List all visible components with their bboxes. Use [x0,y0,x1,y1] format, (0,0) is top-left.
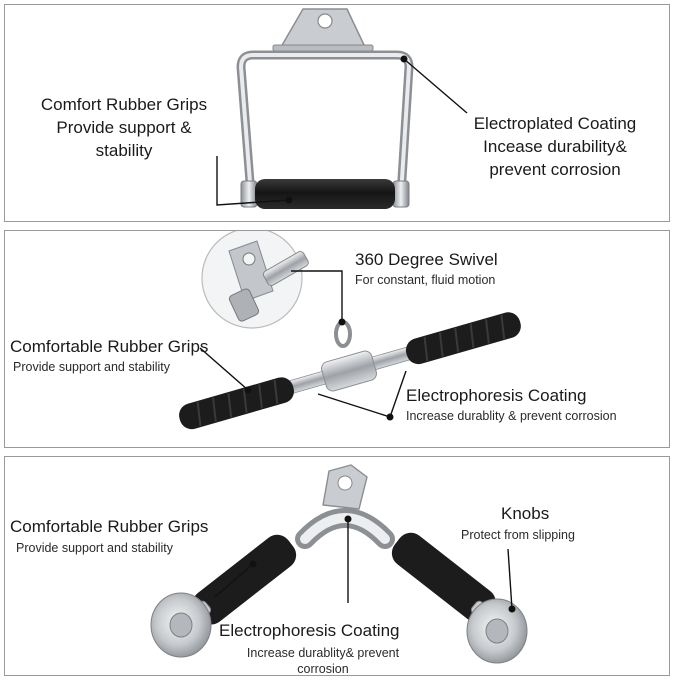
grip-title: Comfortable Rubber Grips [10,337,209,356]
grip-title: Comfortable Rubber Grips [10,517,209,536]
coating-title: Electrophoresis Coating [219,621,400,640]
swivel-desc: For constant, fluid motion [355,273,496,287]
left-grip [192,534,297,625]
panel-v-bar: Comfortable Rubber Grips Provide support… [4,456,670,676]
grip-desc: Provide support and stability [13,360,171,374]
coating-title-line1: Electroplated Coating [473,114,637,133]
panel-d-handle: Comfort Rubber Grips Provide support & s… [4,4,670,222]
coating-desc: Increase durablity & prevent corrosion [406,409,617,423]
grip-title-line3: stability [95,141,153,160]
panel-straight-bar: 360 Degree Swivel For constant, fluid mo… [4,230,670,448]
knobs-desc: Protect from slipping [461,528,575,542]
coating-title-line2: Incease durability& [483,137,627,156]
coating-desc-line2: corrosion [297,662,349,676]
grip-title-line2: Provide support & [56,118,192,137]
d-handle-illustration [216,8,468,209]
swivel-sleeve [321,350,377,392]
rubber-grip [255,179,395,209]
v-bar-illustration [150,464,528,664]
coating-title-line3: prevent corrosion [489,160,621,179]
right-knob [466,598,528,664]
knobs-title: Knobs [501,504,550,523]
straight-bar-illustration [179,231,521,430]
swivel-title: 360 Degree Swivel [355,250,498,269]
coating-title: Electrophoresis Coating [406,386,587,405]
grip-title-line1: Comfort Rubber Grips [40,95,208,114]
coating-desc-line1: Increase durablity& prevent [246,646,400,660]
grip-desc: Provide support and stability [16,541,174,555]
coating-label: Electroplated Coating Incease durability… [445,112,665,181]
coating-desc: Increase durablity& prevent corrosion [223,645,423,676]
grip-label: Comfort Rubber Grips Provide support & s… [9,93,239,162]
right-grip [405,312,521,365]
left-knob [150,592,212,658]
left-grip [179,377,294,430]
right-grip [391,532,496,623]
